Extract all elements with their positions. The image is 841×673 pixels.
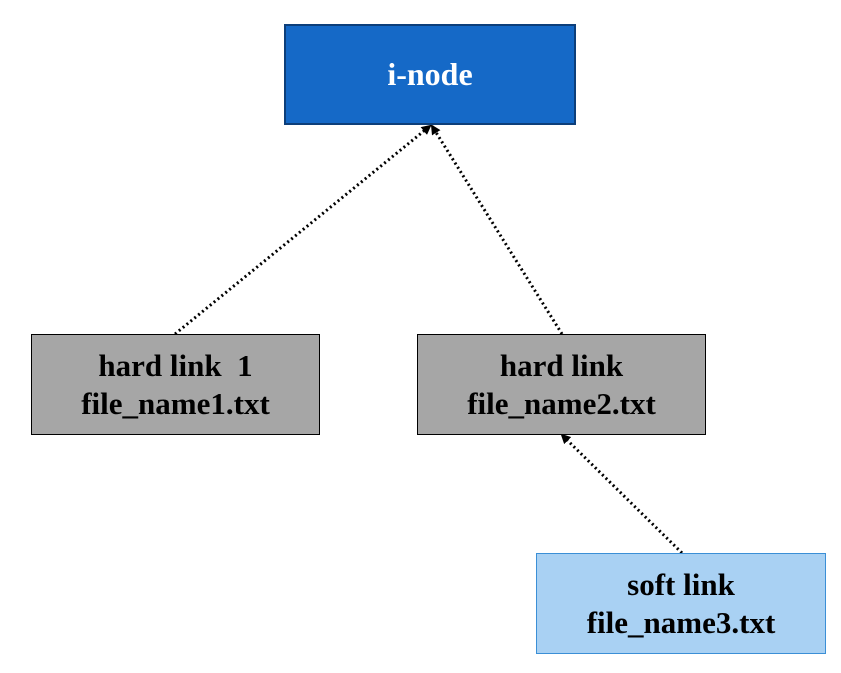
- hard-link-1-title: hard link 1: [98, 348, 253, 384]
- edge-hard-link-1-to-inode: [174, 124, 432, 336]
- soft-link-box: soft link file_name3.txt: [536, 553, 826, 654]
- edge-soft-link-to-hard-link-2: [560, 433, 684, 555]
- inode-box: i-node: [284, 24, 576, 125]
- edge-hard-link-2-to-inode: [430, 124, 564, 335]
- inode-label: i-node: [387, 56, 473, 93]
- hard-link-2-title: hard link: [499, 348, 624, 384]
- soft-link-filename: file_name3.txt: [586, 604, 776, 640]
- hard-link-2-box: hard link file_name2.txt: [417, 334, 706, 435]
- hard-link-1-filename: file_name1.txt: [81, 385, 270, 421]
- hard-link-2-filename: file_name2.txt: [467, 385, 656, 421]
- soft-link-title: soft link: [627, 567, 735, 603]
- hard-link-1-box: hard link 1 file_name1.txt: [31, 334, 320, 435]
